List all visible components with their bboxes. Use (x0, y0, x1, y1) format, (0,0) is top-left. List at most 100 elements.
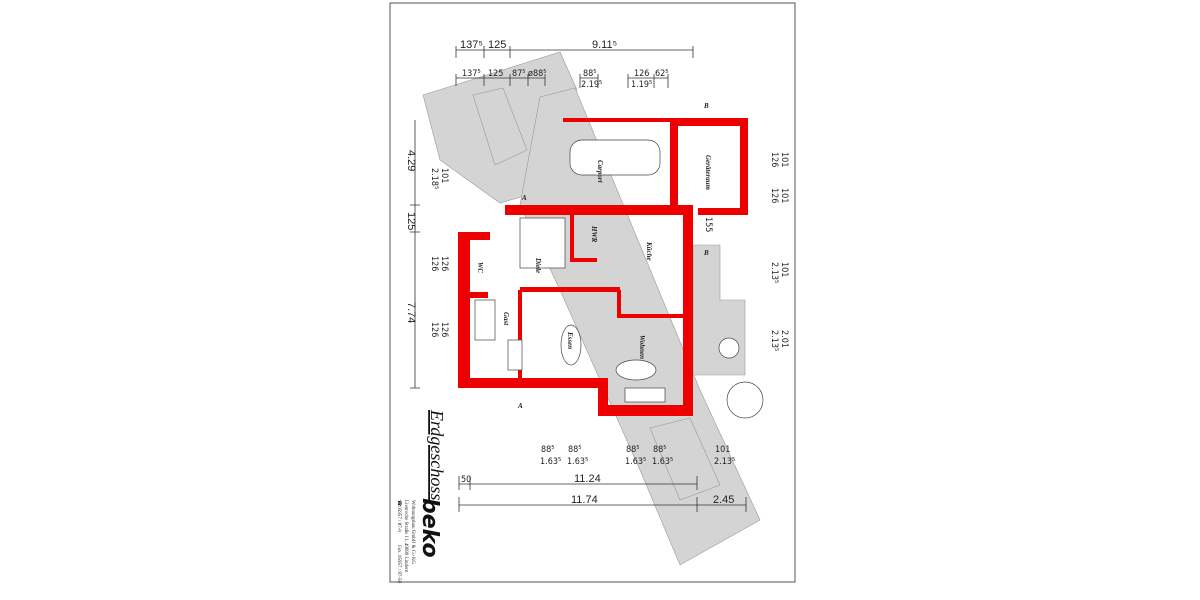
plan-shape (683, 210, 693, 416)
dimension-label: 125 (405, 212, 417, 230)
plan-shape (740, 118, 748, 215)
room-wc: WC (476, 262, 484, 273)
plan-shape (458, 238, 470, 388)
dimension-label: 7.74 (405, 302, 417, 323)
plan-shape (627, 74, 669, 88)
title-block: Erdgeschoss beko Wohnungsbau GmbH & Co K… (396, 409, 447, 584)
plan-title: Erdgeschoss (427, 409, 447, 500)
dimension-label: 126 (429, 256, 439, 271)
bottom-dimensions: 88⁵ 1.63⁵ 88⁵ 1.63⁵ 88⁵ 1.63⁵ 88⁵ 1.63⁵ … (458, 445, 747, 512)
furniture (474, 139, 764, 419)
dimension-label: 4.29 (405, 150, 417, 171)
plan-shape (458, 497, 747, 512)
dimension-label: 2.13⁵ (714, 457, 735, 467)
dimension-label: 125 (488, 69, 503, 79)
dimension-label: 126 (439, 322, 449, 337)
dimension-label: 2.45 (713, 494, 734, 506)
dimension-label: 2.13⁵ (769, 262, 779, 283)
dimension-label: 88⁵ (583, 69, 597, 79)
plan-shape (617, 314, 687, 318)
dimension-label: 126 (439, 256, 449, 271)
top-dimensions: 137⁵ 125 9.11⁵ 137⁵ 125 87⁵ ø88⁵ 88⁵ 2.1… (455, 39, 694, 90)
plan-shape (518, 290, 522, 380)
company-phone: ☎05957 / 87-0 (396, 500, 402, 532)
car (569, 139, 661, 176)
dimension-label: 101 (779, 262, 789, 277)
dimension-label: 126 (769, 188, 779, 203)
section-b-top: B (703, 102, 709, 110)
stairs-lower (507, 339, 523, 371)
sofa-table (615, 359, 657, 381)
plan-shape (458, 292, 488, 298)
dimension-label: 2.18⁵ (429, 168, 439, 189)
dimension-label: 87⁵ (512, 69, 526, 79)
dimension-label: 88⁵ (568, 445, 582, 455)
company-fax: Fax. 05957 / 87-50 (396, 545, 401, 584)
sofa (624, 387, 666, 403)
room-wohnen: Wohnen (638, 335, 646, 359)
dining-table (560, 324, 582, 366)
plan-shape (698, 208, 748, 215)
plan-shape (570, 258, 597, 262)
plan-shape (455, 74, 546, 86)
dimension-label: 101 (715, 445, 730, 455)
section-a-top: A (521, 194, 527, 202)
room-hwr: HWR (590, 225, 598, 243)
plan-shape (472, 87, 528, 166)
company-address: Lienroche Straße 11, 49699 Lindern (403, 500, 408, 573)
walls (458, 118, 748, 416)
dimension-label: 101 (779, 188, 789, 203)
dimension-label: 155 (703, 217, 713, 232)
bed (474, 299, 496, 341)
plan-shape (670, 118, 748, 126)
dimension-label: 126 (769, 152, 779, 167)
plan-shape (563, 118, 683, 122)
staircase (519, 217, 566, 269)
plan-shape (570, 210, 574, 260)
dimension-label: 137⁵ (462, 69, 481, 79)
path-bed (649, 417, 721, 501)
room-geraeteraum: Geräteraum (704, 155, 712, 191)
tree (726, 381, 764, 419)
room-carport: Carport (596, 160, 604, 184)
dimension-label: 9.11⁵ (592, 39, 617, 51)
room-gast: Gast (502, 312, 510, 326)
terrace-table (718, 337, 740, 359)
plan-shape (458, 476, 698, 490)
dimension-label: 125 (488, 39, 506, 51)
company-name: Wohnungsbau GmbH & Co KG (410, 500, 415, 564)
plan-shape (598, 378, 608, 416)
plan-shape (410, 120, 420, 389)
dimension-label: 2.19⁵ (581, 80, 602, 90)
dimension-label: 137⁵ (460, 39, 483, 51)
plan-shape (520, 287, 620, 292)
room-labels: Carport Geräteraum WC Diele HWR Küche Ga… (476, 102, 712, 410)
dimension-label: 2.13⁵ (769, 330, 779, 351)
dimension-label: 126 (634, 69, 649, 79)
left-dimensions: 4.29 125 7.74 101 2.18⁵ 126 126 126 126 (405, 120, 449, 389)
plan-shape (617, 290, 621, 316)
room-diele: Diele (534, 257, 542, 273)
dimension-label: 11.24 (574, 473, 601, 485)
dimension-label: 1.19⁵ (631, 80, 652, 90)
dimension-label: 88⁵ (653, 445, 667, 455)
plan-shape (670, 118, 678, 215)
dimension-label: ø88⁵ (528, 69, 547, 79)
section-b-bottom: B (703, 249, 709, 257)
dimension-label: 101 (779, 152, 789, 167)
dimension-label: 1.63⁵ (540, 457, 561, 467)
dimension-label: 126 (429, 322, 439, 337)
dimension-label: 88⁵ (626, 445, 640, 455)
room-kueche: Küche (645, 241, 653, 261)
dimension-label: 50 (461, 475, 471, 485)
section-a-bottom: A (517, 402, 523, 410)
dimension-label: 1.63⁵ (567, 457, 588, 467)
dimension-label: 62⁵ (655, 69, 669, 79)
right-dimensions: 101 126 101 126 101 2.13⁵ 2.01 2.13⁵ 155 (703, 152, 789, 351)
plan-shape (579, 74, 599, 88)
beko-logo: beko (417, 498, 442, 558)
dimension-label: 11.74 (571, 494, 598, 506)
dimension-label: 101 (439, 168, 449, 183)
plan-shape (458, 232, 490, 240)
